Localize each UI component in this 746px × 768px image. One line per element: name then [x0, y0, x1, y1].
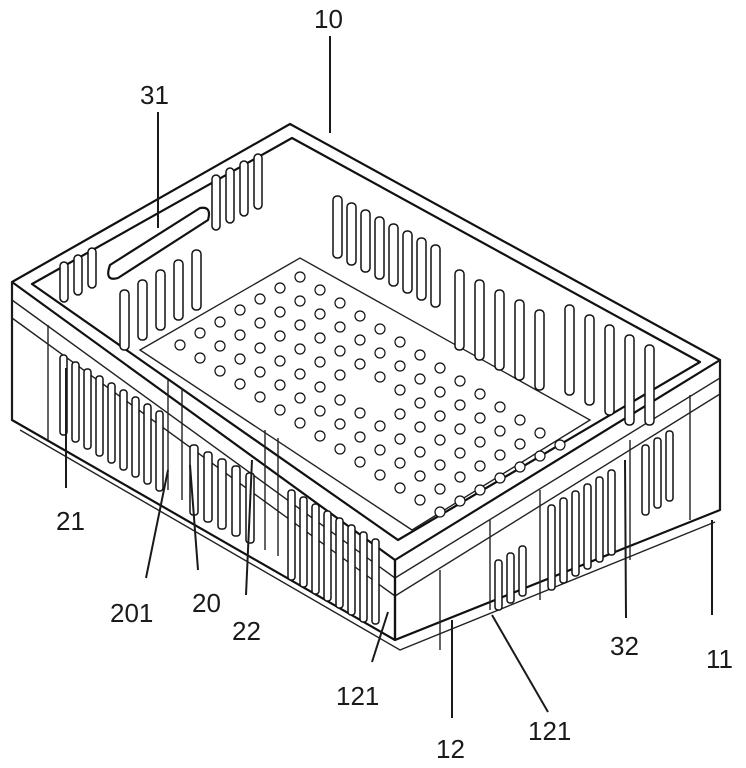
label-notch: 32	[610, 631, 639, 661]
label-vent-front-left: 121	[336, 681, 379, 711]
label-crate: 10	[314, 4, 343, 34]
label-vent-front-right: 121	[528, 716, 571, 746]
label-corner-front: 12	[436, 734, 465, 764]
front-right-grille	[494, 430, 674, 611]
label-rib: 201	[110, 598, 153, 628]
reference-labels: 10 31 11 12 21 201 20 22 121 121 32	[56, 4, 733, 764]
label-handle: 31	[140, 80, 169, 110]
label-support-left: 21	[56, 506, 85, 536]
label-corner-right: 11	[706, 644, 733, 674]
leader-lines	[65, 36, 713, 718]
front-left-grille	[59, 354, 380, 625]
crate-body	[10, 122, 722, 651]
left-wall-vents	[59, 153, 263, 351]
label-post: 22	[232, 616, 261, 646]
label-wall-panel: 20	[192, 588, 221, 618]
back-wall-vents	[332, 195, 655, 426]
floor-perforations	[174, 271, 566, 518]
